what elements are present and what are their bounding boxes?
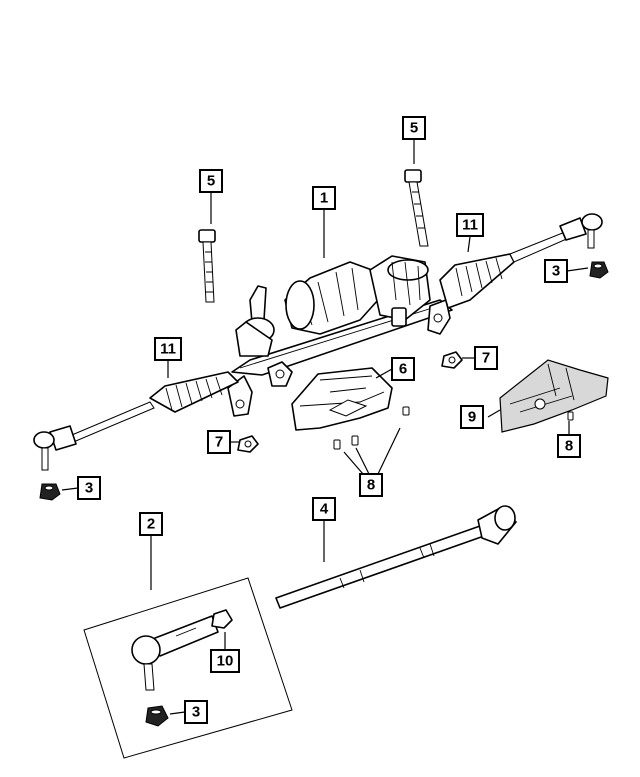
callout-2: 2 bbox=[139, 512, 163, 536]
left-boot-tie-rod bbox=[33, 371, 239, 471]
callout-9-label: 9 bbox=[468, 409, 476, 426]
screws-8 bbox=[333, 406, 574, 450]
callout-10-label: 10 bbox=[217, 653, 234, 670]
callout-3-detail-label: 3 bbox=[192, 704, 200, 721]
outer-tie-rod-end bbox=[131, 615, 219, 691]
callout-3-left-label: 3 bbox=[85, 480, 93, 497]
callout-4-label: 4 bbox=[320, 501, 329, 518]
bracket-9 bbox=[499, 359, 609, 433]
nut-detail bbox=[145, 705, 169, 727]
flange-nut-7-left bbox=[237, 435, 259, 453]
bolt-left bbox=[198, 229, 216, 303]
callout-11-left: 11 bbox=[154, 337, 182, 361]
heat-shield bbox=[291, 367, 393, 431]
bolt-right bbox=[404, 169, 429, 247]
nut-right bbox=[589, 261, 609, 279]
callout-5-left-label: 5 bbox=[207, 173, 215, 190]
steering-gear-assembly bbox=[227, 255, 453, 417]
callout-9: 9 bbox=[460, 405, 484, 429]
callout-4: 4 bbox=[312, 497, 336, 521]
callout-11-left-label: 11 bbox=[160, 341, 176, 358]
callout-5-right: 5 bbox=[402, 116, 426, 140]
callout-6-label: 6 bbox=[399, 361, 407, 378]
callout-3-detail: 3 bbox=[184, 700, 208, 724]
nut-left bbox=[39, 483, 61, 501]
callout-8-center: 8 bbox=[359, 473, 383, 497]
callout-1-label: 1 bbox=[320, 190, 328, 207]
right-boot-tie-rod bbox=[439, 213, 603, 309]
callout-6: 6 bbox=[391, 357, 415, 381]
callout-10: 10 bbox=[210, 649, 240, 673]
flange-nut-7-right bbox=[441, 351, 463, 369]
callout-3-left: 3 bbox=[77, 476, 101, 500]
callout-8-right: 8 bbox=[557, 434, 581, 458]
leader-lines bbox=[61, 139, 589, 715]
callout-3-right-label: 3 bbox=[552, 263, 560, 280]
callout-8-right-label: 8 bbox=[565, 438, 573, 455]
callout-11-right-label: 11 bbox=[462, 217, 478, 234]
inner-tie-rod bbox=[275, 505, 517, 609]
callout-7-left-label: 7 bbox=[215, 434, 223, 451]
jam-nut-10 bbox=[211, 609, 233, 629]
callout-7-left: 7 bbox=[207, 430, 231, 454]
callout-1: 1 bbox=[312, 186, 336, 210]
callout-5-left: 5 bbox=[199, 169, 223, 193]
callout-8-center-label: 8 bbox=[367, 477, 375, 494]
callout-7-right: 7 bbox=[474, 346, 498, 370]
tie-rod-end-detail-box bbox=[83, 577, 293, 759]
callout-7-right-label: 7 bbox=[482, 350, 490, 367]
callout-5-right-label: 5 bbox=[410, 120, 418, 137]
callout-3-right: 3 bbox=[544, 259, 568, 283]
callout-11-right: 11 bbox=[456, 213, 484, 237]
callout-2-label: 2 bbox=[147, 516, 155, 533]
